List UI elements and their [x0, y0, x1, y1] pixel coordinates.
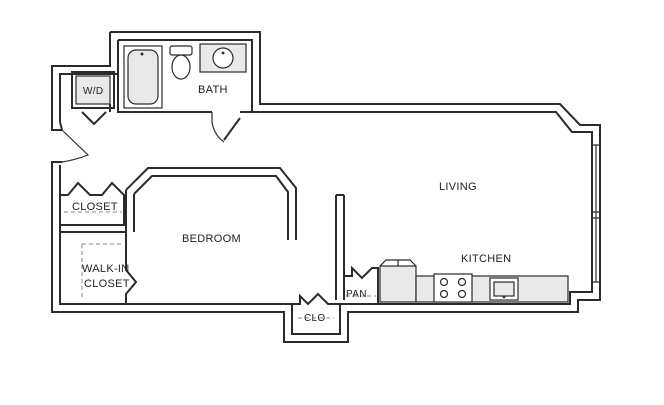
kitchen-sink	[489, 277, 519, 301]
bath-sink	[199, 43, 247, 73]
room-label-clo: CLO	[304, 313, 325, 324]
range-stove	[433, 273, 473, 303]
room-label-pantry: PAN	[346, 289, 367, 300]
room-label-bedroom: BEDROOM	[182, 233, 241, 245]
washer-dryer	[71, 71, 115, 109]
wd-door	[81, 111, 107, 126]
room-label-kitchen: KITCHEN	[461, 253, 511, 265]
exterior-walls	[51, 31, 601, 343]
room-label-wd: W/D	[83, 86, 103, 97]
closet-walls	[60, 181, 125, 226]
pantry-walls	[344, 265, 379, 304]
clo-walls	[292, 292, 340, 319]
entry-door	[61, 129, 90, 163]
toilet	[169, 45, 193, 80]
walkin-closet-walls	[60, 231, 138, 304]
room-label-walkin-2: CLOSET	[84, 278, 130, 290]
room-label-closet: CLOSET	[72, 201, 118, 213]
bedroom-walls	[125, 167, 345, 300]
kitchen-counter	[379, 259, 569, 303]
bath-walls	[109, 74, 252, 143]
room-label-bath: BATH	[198, 84, 228, 96]
room-label-living: LIVING	[439, 181, 477, 193]
bathtub	[123, 45, 163, 109]
room-label-walkin: WALK-IN	[82, 263, 130, 275]
